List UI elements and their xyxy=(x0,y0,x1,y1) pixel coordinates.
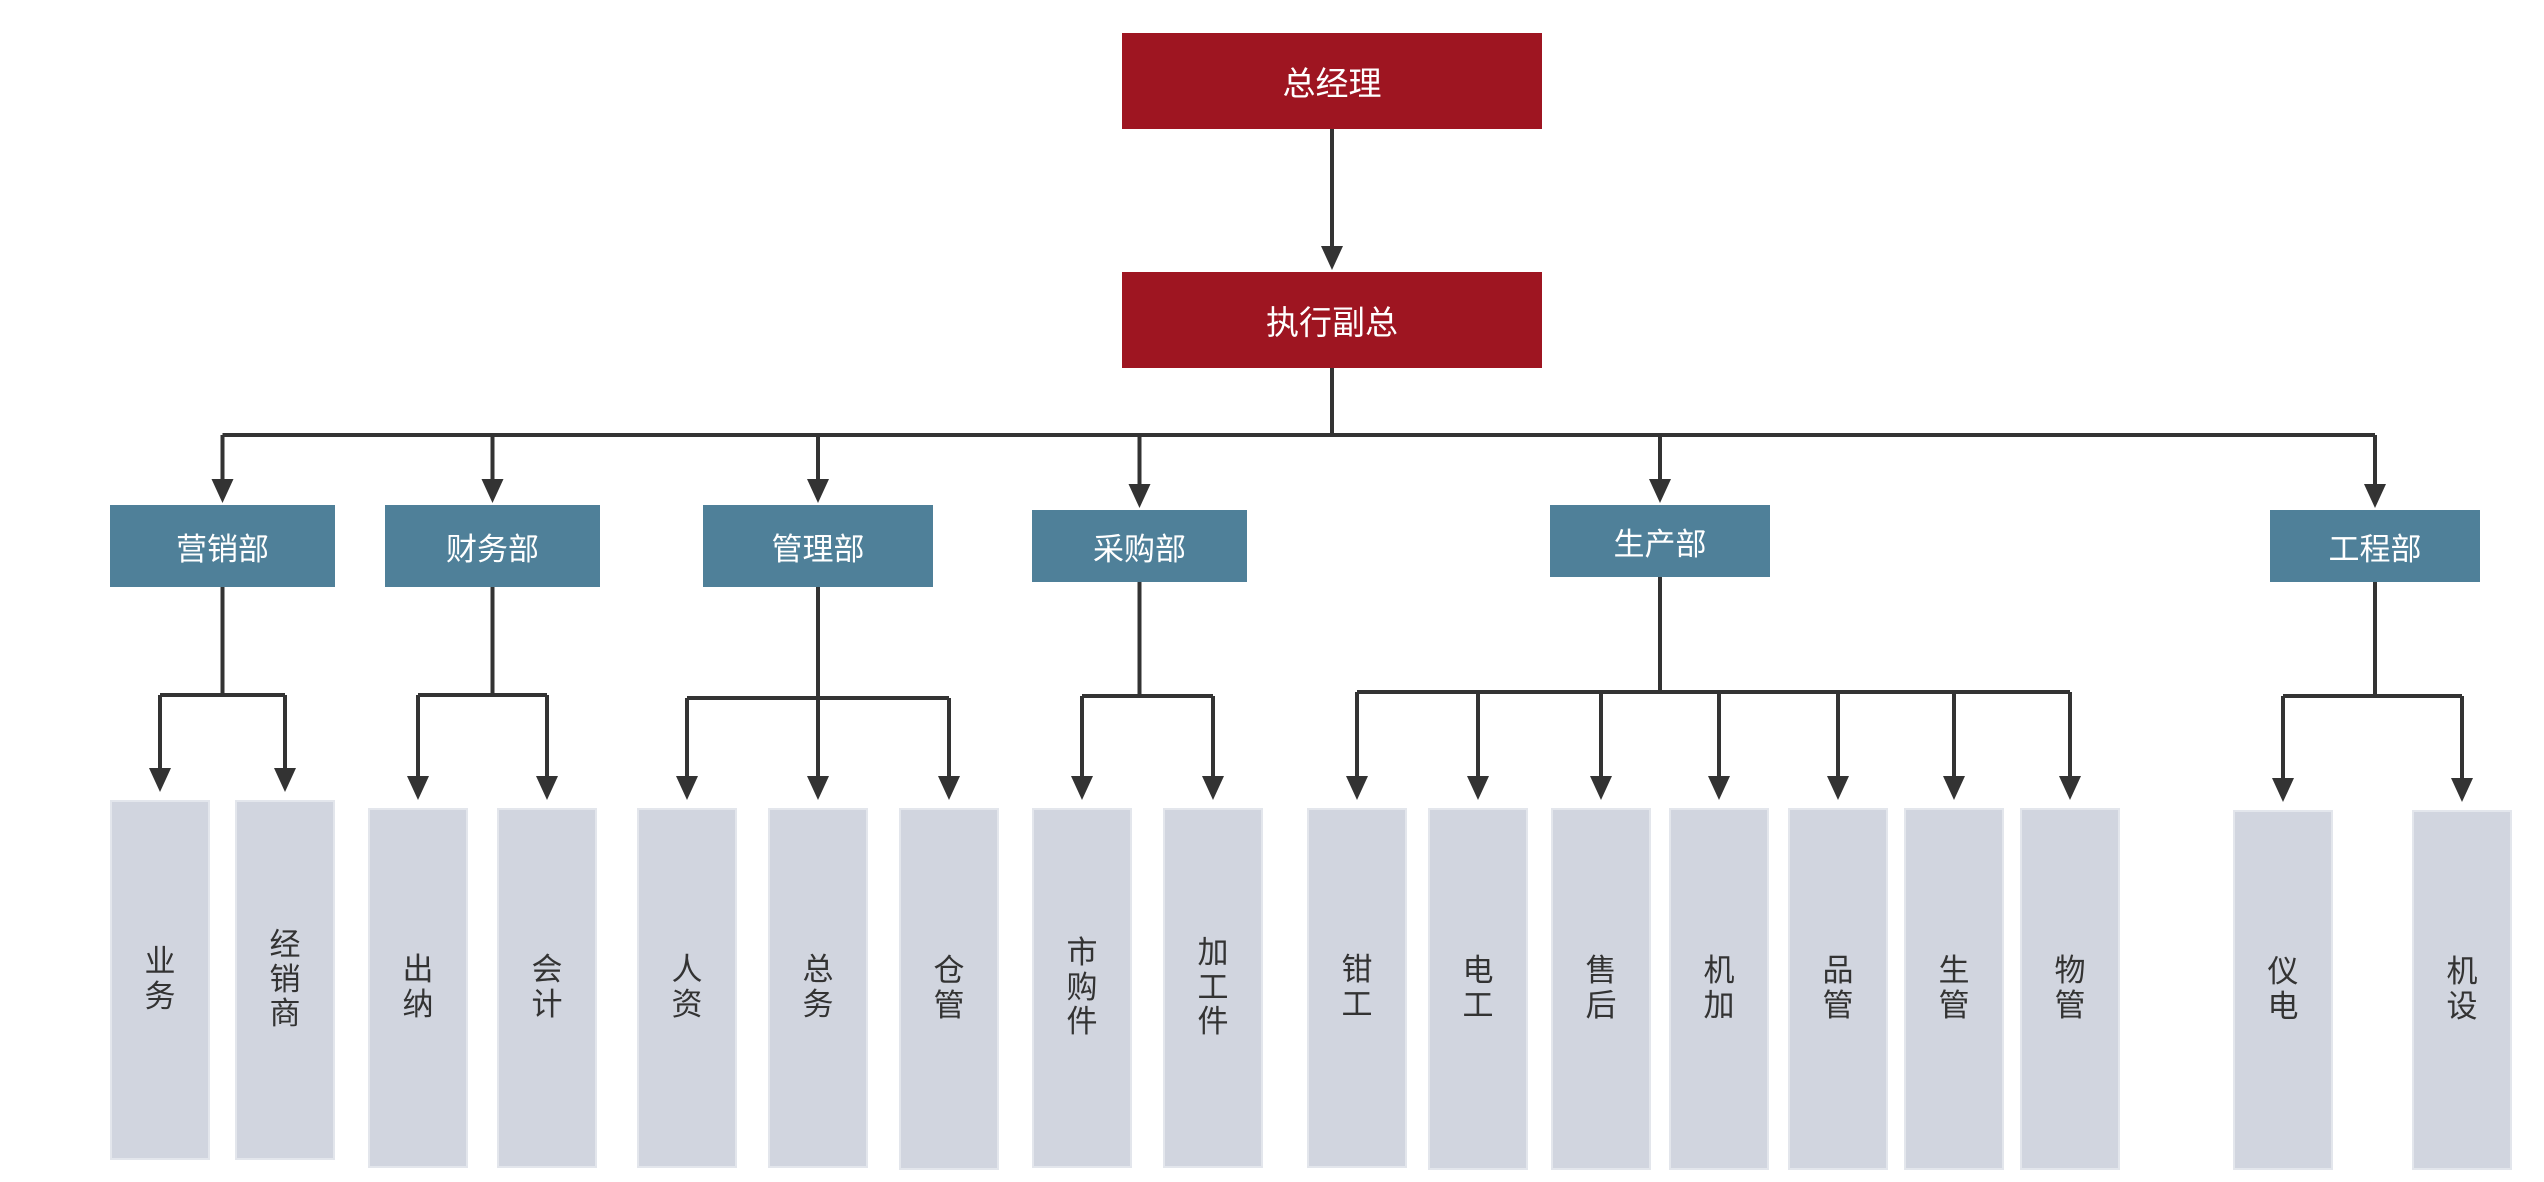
node-unit-purchasing-1: 加工件 xyxy=(1163,808,1263,1168)
connector-purchasing-unit-0-head xyxy=(1071,776,1093,800)
node-dept-management: 管理部 xyxy=(703,505,933,587)
connector-to-management-head xyxy=(807,479,829,503)
node-unit-management-0: 人资 xyxy=(637,808,737,1168)
node-unit-marketing-0: 业务 xyxy=(110,800,210,1160)
node-dept-production-label: 生产部 xyxy=(1613,526,1707,563)
connector-production-unit-1-head xyxy=(1467,776,1489,800)
node-dept-marketing: 营销部 xyxy=(110,505,335,587)
node-unit-finance-0: 出纳 xyxy=(368,808,468,1168)
node-unit-label: 人资 xyxy=(671,952,703,1023)
node-dept-engineering: 工程部 xyxy=(2270,510,2480,582)
node-unit-marketing-1: 经销商 xyxy=(235,800,335,1160)
connector-finance-unit-1-head xyxy=(536,776,558,800)
connector-to-finance-head xyxy=(481,479,504,503)
node-dept-finance-label: 财务部 xyxy=(446,531,539,568)
node-unit-engineering-0: 仪电 xyxy=(2233,810,2333,1170)
node-unit-label: 生管 xyxy=(1938,953,1970,1024)
node-dept-marketing-label: 营销部 xyxy=(176,531,269,568)
node-dept-finance: 财务部 xyxy=(385,505,600,587)
connector-to-production-head xyxy=(1649,479,1671,503)
node-unit-label: 总务 xyxy=(802,952,834,1023)
connector-to-purchasing-head xyxy=(1128,484,1151,508)
connector-production-unit-5-head xyxy=(1943,776,1965,800)
node-dept-purchasing-label: 采购部 xyxy=(1093,531,1186,568)
node-unit-label: 业务 xyxy=(144,944,176,1015)
node-unit-label: 钳工 xyxy=(1341,952,1373,1023)
node-unit-finance-1: 会计 xyxy=(497,808,597,1168)
node-dept-purchasing: 采购部 xyxy=(1032,510,1247,582)
connector-engineering-unit-1-head xyxy=(2451,778,2473,802)
node-dept-engineering-label: 工程部 xyxy=(2328,531,2422,568)
node-unit-label: 出纳 xyxy=(402,952,434,1023)
node-unit-label: 仪电 xyxy=(2267,954,2299,1025)
connector-to-engineering-head xyxy=(2364,484,2386,508)
node-unit-production-6: 物管 xyxy=(2020,808,2120,1170)
node-unit-production-0: 钳工 xyxy=(1307,808,1407,1168)
connector-engineering-unit-0-head xyxy=(2272,778,2294,802)
connector-finance-unit-0-head xyxy=(407,776,429,800)
connector-purchasing-unit-1-head xyxy=(1202,776,1224,800)
connector-production-unit-2-head xyxy=(1590,776,1612,800)
connector-management-unit-0-head xyxy=(676,776,698,800)
node-executive-vp-label: 执行副总 xyxy=(1266,303,1398,342)
connector-to-marketing-head xyxy=(211,479,234,503)
node-unit-management-1: 总务 xyxy=(768,808,868,1168)
node-unit-label: 会计 xyxy=(531,952,563,1023)
node-unit-production-3: 机加 xyxy=(1669,808,1769,1170)
node-unit-label: 电工 xyxy=(1462,953,1494,1024)
node-unit-label: 机设 xyxy=(2446,954,2478,1025)
connector-management-unit-1-head xyxy=(807,776,829,800)
connector-production-unit-3-head xyxy=(1708,776,1730,800)
connector-production-unit-6-head xyxy=(2059,776,2081,800)
node-unit-purchasing-0: 市购件 xyxy=(1032,808,1132,1168)
node-dept-production: 生产部 xyxy=(1550,505,1770,577)
node-general-manager-label: 总经理 xyxy=(1282,64,1382,103)
node-general-manager: 总经理 xyxy=(1122,33,1542,129)
node-dept-management-label: 管理部 xyxy=(771,531,865,568)
node-executive-vp: 执行副总 xyxy=(1122,272,1542,368)
node-unit-management-2: 仓管 xyxy=(899,808,999,1170)
node-unit-engineering-1: 机设 xyxy=(2412,810,2512,1170)
connector-management-unit-2-head xyxy=(938,776,960,800)
node-unit-production-1: 电工 xyxy=(1428,808,1528,1170)
node-unit-label: 机加 xyxy=(1703,953,1735,1024)
connector-marketing-unit-0-head xyxy=(149,768,171,792)
node-unit-production-5: 生管 xyxy=(1904,808,2004,1170)
node-unit-label: 物管 xyxy=(2054,953,2086,1024)
node-unit-production-4: 品管 xyxy=(1788,808,1888,1170)
node-unit-production-2: 售后 xyxy=(1551,808,1651,1170)
connector-production-unit-0-head xyxy=(1346,776,1368,800)
node-unit-label: 售后 xyxy=(1585,953,1617,1024)
connector-marketing-unit-1-head xyxy=(274,768,296,792)
connector-gm-evp-head xyxy=(1321,246,1343,270)
node-unit-label: 仓管 xyxy=(933,953,965,1024)
connector-production-unit-4-head xyxy=(1827,776,1849,800)
node-unit-label: 品管 xyxy=(1822,953,1854,1024)
node-unit-label: 市购件 xyxy=(1066,934,1098,1041)
node-unit-label: 经销商 xyxy=(269,926,301,1033)
node-unit-label: 加工件 xyxy=(1197,934,1229,1041)
